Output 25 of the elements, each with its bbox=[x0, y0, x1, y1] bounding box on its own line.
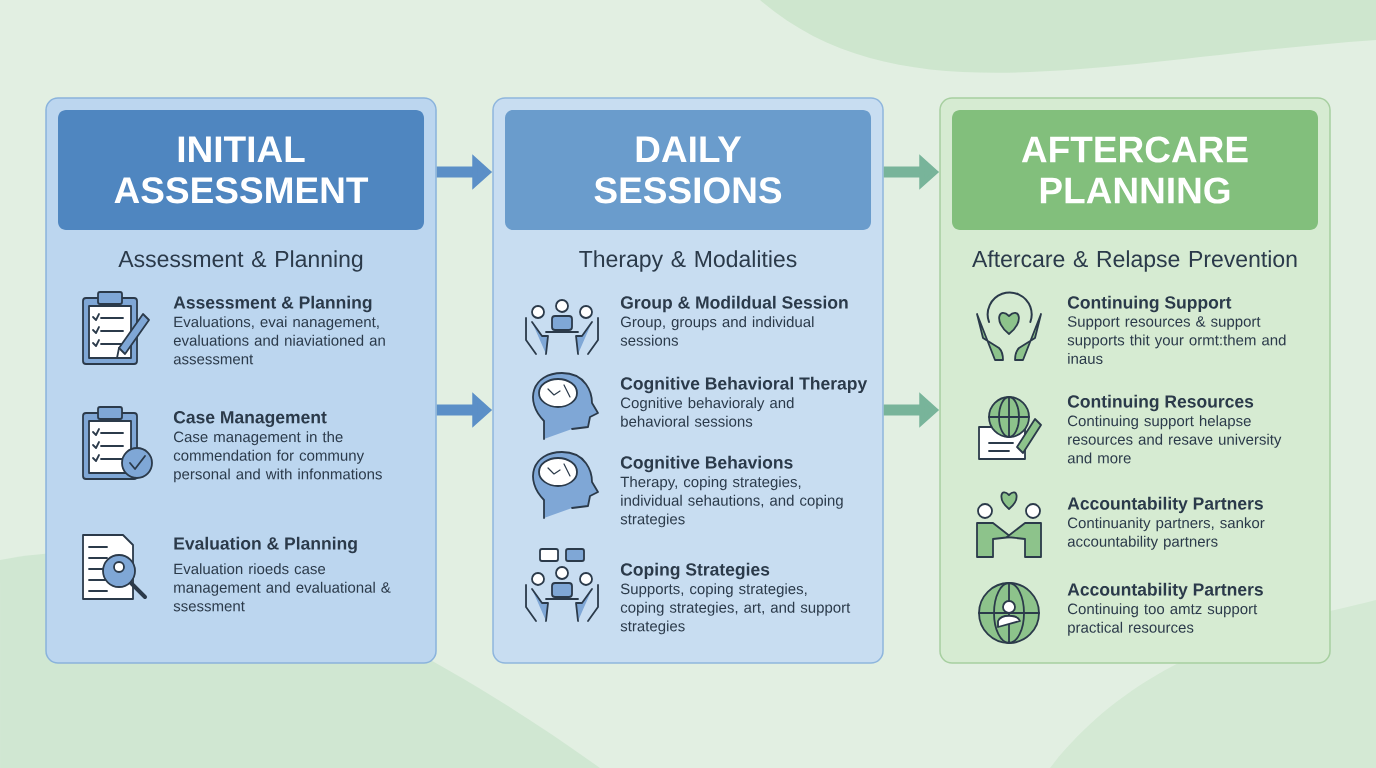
item-description: Therapy, coping strategies, individual sehautions, and coping strategies bbox=[620, 476, 843, 528]
item-heading: Continuing Resources bbox=[1067, 394, 1254, 412]
item-heading: Group & Modildual Session bbox=[620, 295, 848, 313]
item-description: Evaluations, evai nanagement, evaluations and niaviationed an assessment bbox=[173, 316, 385, 365]
item-description: Cognitive behavioraly and behavioral sessions bbox=[621, 397, 794, 427]
item-description: Evaluation rioeds case management and evaluational & ssessment bbox=[173, 563, 391, 612]
stage-header: AFTERCARE PLANNING bbox=[952, 110, 1318, 230]
item-description: Continuanity partners, sankor accountability partners bbox=[1067, 517, 1265, 550]
item-description: Continuing support helapse resources and resave university and more bbox=[1067, 415, 1282, 464]
item-heading: Accountability Partners bbox=[1067, 496, 1263, 514]
item-description: Case management in the commendation for communy personal and with infonmations bbox=[173, 431, 382, 483]
item-heading: Cognitive Behavions bbox=[620, 455, 793, 473]
item-description: Supports, coping strategies, coping strategies, art, and support strategies bbox=[620, 583, 851, 635]
item-description: Support resources & support supports thit your ormt:them and inaus bbox=[1067, 316, 1286, 364]
item-description: Group, groups and individual sessions bbox=[620, 316, 814, 346]
stage-header: INITIAL ASSESSMENT bbox=[58, 110, 424, 230]
item-heading: Continuing Support bbox=[1067, 295, 1232, 313]
item-heading: Accountability Partners bbox=[1067, 582, 1263, 600]
item-description: Continuing too amtz support practical resources bbox=[1067, 603, 1258, 636]
item-heading: Case Management bbox=[173, 411, 327, 427]
item-heading: Assessment & Planning bbox=[173, 295, 372, 313]
item-heading: Cognitive Behavioral Therapy bbox=[620, 376, 868, 394]
item-heading: Coping Strategies bbox=[620, 562, 770, 580]
stage-header: DAILY SESSIONS bbox=[505, 110, 871, 230]
item-heading: Evaluation & Planning bbox=[174, 536, 357, 554]
